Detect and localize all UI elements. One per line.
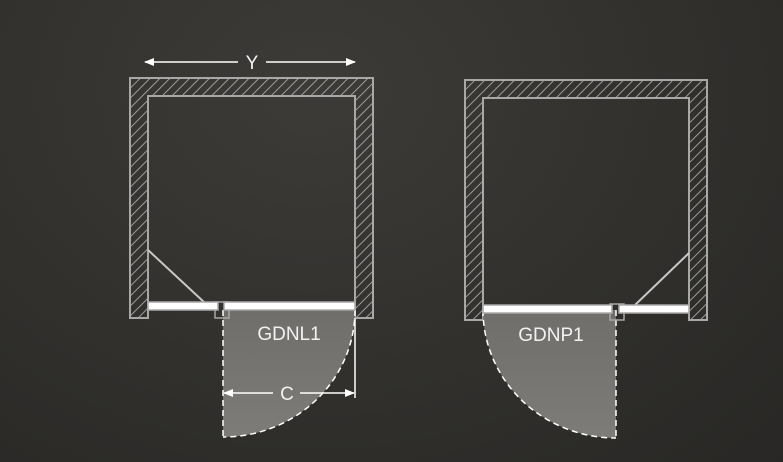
dimension-y: Y bbox=[144, 53, 356, 74]
fixed-panel-brace bbox=[147, 249, 206, 304]
door-swing-arc bbox=[222, 309, 356, 438]
model-label-gdnp1: GDNP1 bbox=[518, 325, 583, 346]
door-glass-panel bbox=[482, 304, 613, 314]
dimension-c: C bbox=[223, 318, 356, 405]
fixed-glass-panel bbox=[147, 301, 219, 311]
fixed-panel-brace bbox=[634, 252, 690, 306]
fixed-glass-panel bbox=[618, 304, 690, 314]
diagram-gdnl1: Y GDNL1 C bbox=[129, 53, 374, 438]
diagram-gdnp1: GDNP1 bbox=[464, 79, 708, 439]
door-swing-area bbox=[223, 310, 355, 437]
wall bbox=[464, 79, 708, 321]
door-glass-panel bbox=[223, 301, 356, 311]
dimension-y-label: Y bbox=[246, 53, 259, 74]
door-swing-arc bbox=[482, 309, 617, 439]
dimension-c-label: C bbox=[280, 384, 294, 405]
door-swing-area bbox=[483, 310, 616, 438]
model-label-gdnl1: GDNL1 bbox=[257, 324, 320, 345]
wall bbox=[129, 77, 374, 319]
